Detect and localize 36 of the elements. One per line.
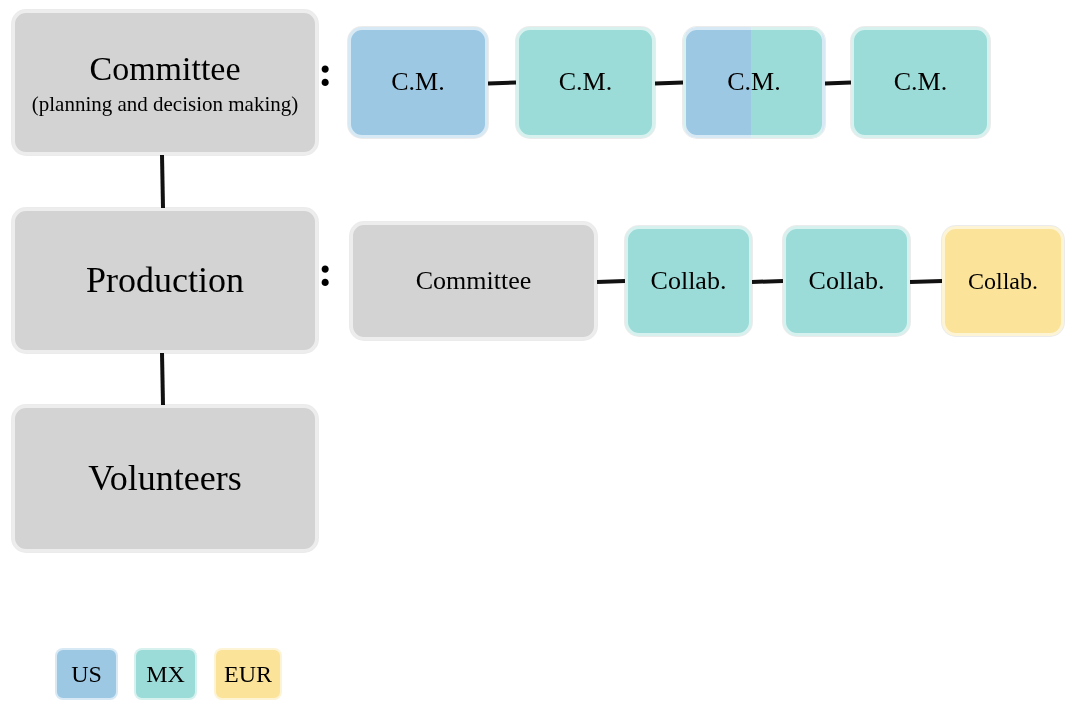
rounded-box	[348, 27, 488, 138]
connector-line	[160, 154, 165, 209]
connector-line	[654, 80, 684, 86]
rounded-box	[12, 208, 318, 353]
rounded-box	[783, 226, 910, 336]
box-title: Collab.	[808, 264, 885, 297]
connector-line	[487, 80, 517, 86]
rounded-box	[350, 222, 597, 340]
colon-mark: :	[318, 50, 333, 94]
box-title: Production	[86, 259, 244, 302]
box-title: Volunteers	[88, 457, 242, 500]
legend-label: MX	[146, 660, 185, 689]
rounded-box	[12, 10, 318, 155]
connector-line	[596, 279, 626, 284]
box-title: C.M.	[558, 66, 613, 99]
legend-label: EUR	[224, 660, 272, 689]
rounded-box	[851, 27, 990, 138]
connector-line	[751, 279, 784, 284]
legend-label: US	[71, 660, 102, 689]
box-title: C.M.	[391, 66, 445, 99]
box-title: C.M.	[727, 66, 781, 99]
connector-line	[160, 352, 165, 406]
connector-line	[909, 279, 943, 284]
rounded-box	[516, 27, 655, 138]
rounded-box	[12, 405, 318, 552]
box-title: Collab.	[650, 264, 727, 297]
box-title: Committee	[415, 264, 532, 297]
rounded-box	[625, 226, 752, 336]
connector-line	[824, 80, 852, 86]
box-title: Collab.	[968, 267, 1038, 296]
box-subtitle: (planning and decision making)	[30, 90, 300, 117]
rounded-box	[942, 226, 1064, 336]
box-title: C.M.	[893, 66, 948, 99]
box-title: Committee	[89, 49, 241, 90]
overlapping-boxes	[683, 27, 825, 138]
colon-mark: :	[318, 250, 333, 294]
